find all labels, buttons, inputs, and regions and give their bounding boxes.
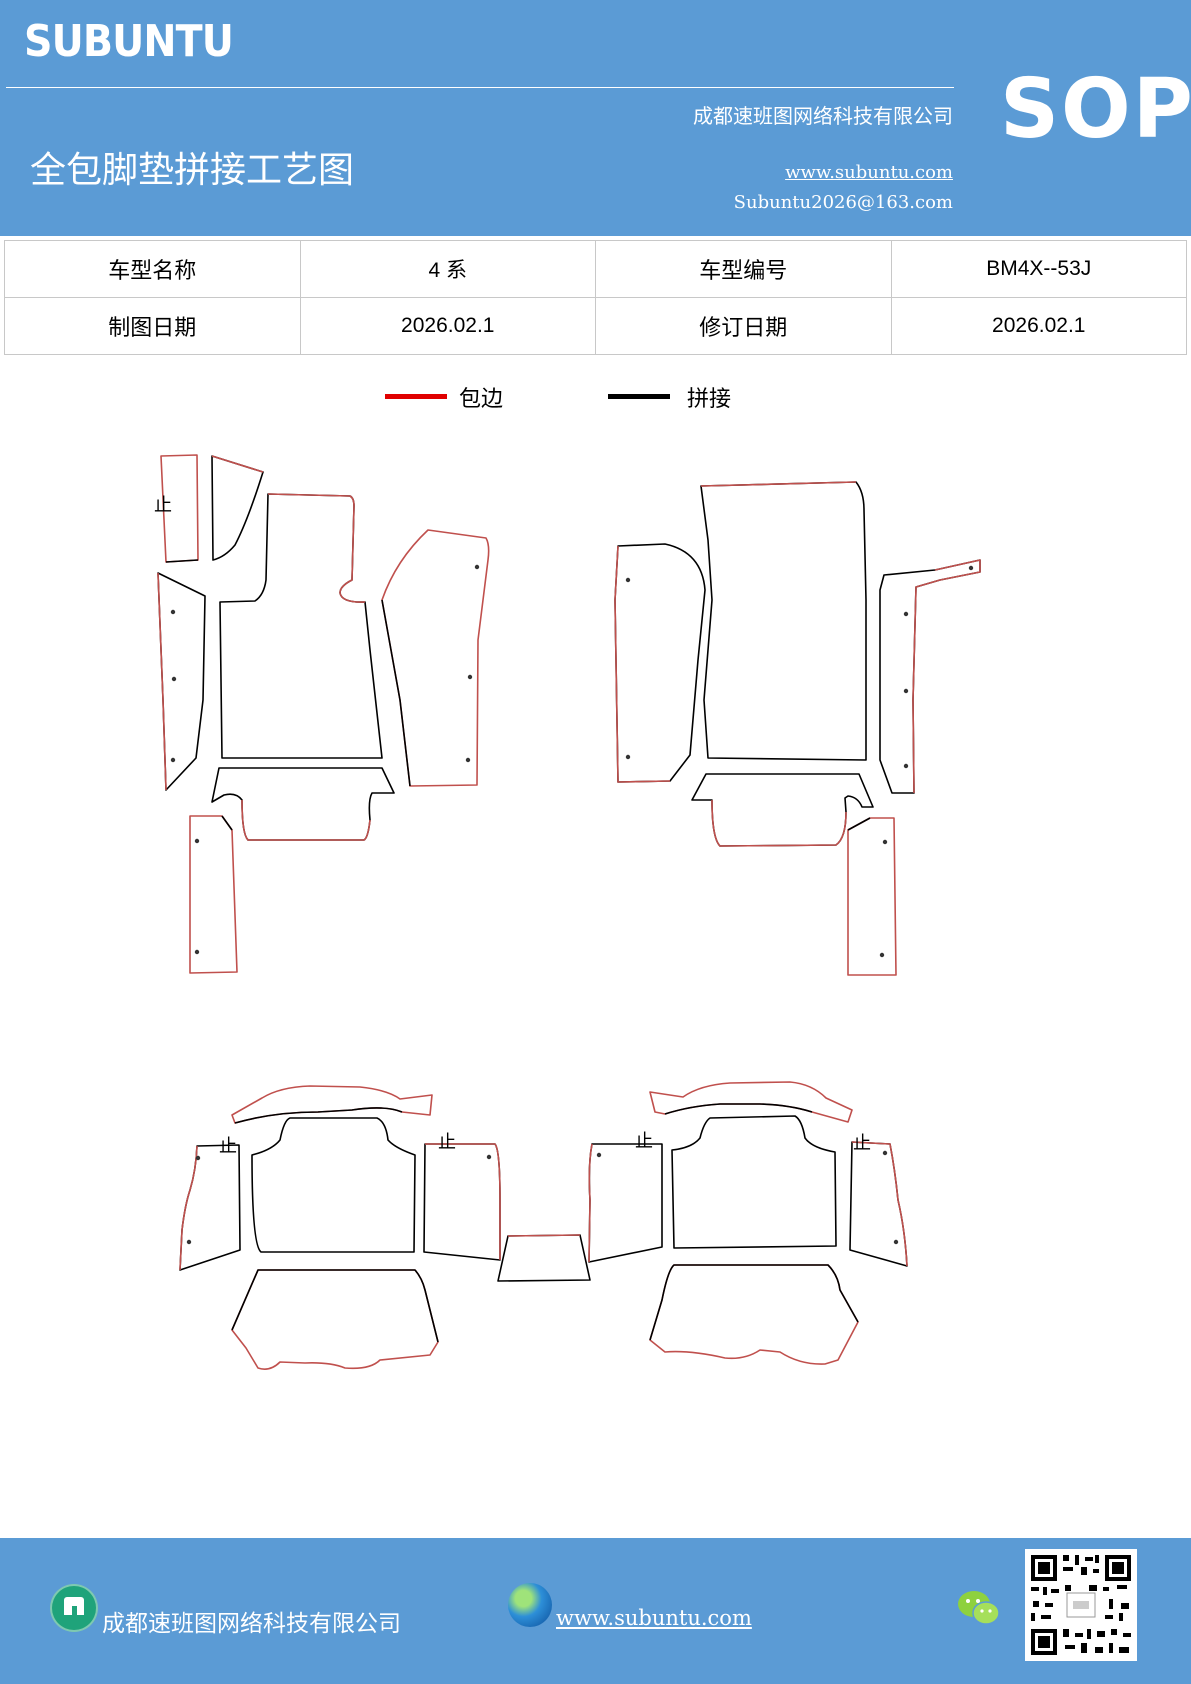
stop-mark: 止 [438, 1132, 456, 1153]
legend-seam-swatch [608, 394, 670, 399]
legend-edge-label: 包边 [459, 387, 504, 412]
draw-date-value: 2026.02.1 [299, 297, 596, 355]
mat-piece [691, 773, 874, 847]
floor-mat-drawing: 止 止 止 止 止 [154, 454, 981, 1370]
wechat-icon[interactable] [956, 1588, 1002, 1628]
mat-piece [649, 1081, 853, 1123]
mat-piece [231, 1269, 439, 1370]
globe-icon [508, 1583, 552, 1627]
brand-logo: SUBUNTU [24, 16, 234, 67]
legend-edge-swatch [385, 394, 447, 399]
mat-piece [849, 1141, 908, 1267]
mat-piece [847, 817, 897, 976]
stop-mark: 止 [154, 495, 172, 516]
page-footer: 成都速班图网络科技有限公司 www.subuntu.com [0, 1538, 1191, 1684]
mat-piece [160, 454, 199, 563]
sop-badge: SOP [1000, 62, 1191, 157]
mat-piece [649, 1264, 859, 1365]
mat-piece [211, 767, 395, 841]
mat-piece [423, 1143, 501, 1261]
building-icon [52, 1586, 96, 1630]
revision-date-label: 修订日期 [595, 297, 892, 355]
mat-piece [211, 455, 264, 561]
stop-mark: 止 [635, 1131, 653, 1152]
page-header: SUBUNTU 成都速班图网络科技有限公司 全包脚垫拼接工艺图 www.subu… [0, 0, 1191, 236]
model-code-label: 车型编号 [595, 240, 892, 298]
footer-company-name: 成都速班图网络科技有限公司 [102, 1611, 401, 1637]
footer-website-link[interactable]: www.subuntu.com [556, 1606, 752, 1630]
rivet-holes [170, 564, 974, 1245]
header-website-link[interactable]: www.subuntu.com [785, 162, 953, 183]
table-row: 车型名称 4 系 车型编号 BM4X--53J [4, 240, 1187, 298]
mat-piece [671, 1115, 837, 1249]
model-name-value: 4 系 [299, 240, 596, 298]
legend-seam-label: 拼接 [687, 387, 732, 412]
header-company-name: 成都速班图网络科技有限公司 [693, 104, 953, 128]
revision-date-value: 2026.02.1 [890, 297, 1187, 355]
table-row: 制图日期 2026.02.1 修订日期 2026.02.1 [4, 297, 1187, 355]
mat-piece [700, 481, 867, 761]
mat-piece [497, 1234, 591, 1282]
model-code-value: BM4X--53J [890, 240, 1187, 298]
page-title: 全包脚垫拼接工艺图 [30, 150, 355, 191]
mat-piece [381, 529, 490, 787]
mat-piece [179, 1144, 241, 1271]
mat-piece [157, 572, 206, 791]
qr-code[interactable] [1025, 1549, 1137, 1661]
draw-date-label: 制图日期 [4, 297, 301, 355]
mat-piece [614, 543, 706, 783]
mat-piece [588, 1143, 663, 1263]
stop-mark: 止 [219, 1136, 237, 1157]
header-email[interactable]: Subuntu2026@163.com [733, 192, 953, 213]
model-name-label: 车型名称 [4, 240, 301, 298]
mat-piece [879, 559, 981, 794]
mat-piece [251, 1117, 416, 1253]
vehicle-info-table: 车型名称 4 系 车型编号 BM4X--53J 制图日期 2026.02.1 修… [4, 240, 1187, 355]
legend: 包边 拼接 [0, 385, 1191, 425]
mat-piece [189, 815, 238, 974]
header-divider [6, 87, 954, 88]
stop-mark: 止 [853, 1133, 871, 1154]
mat-piece [219, 493, 383, 759]
mat-piece [231, 1085, 433, 1124]
